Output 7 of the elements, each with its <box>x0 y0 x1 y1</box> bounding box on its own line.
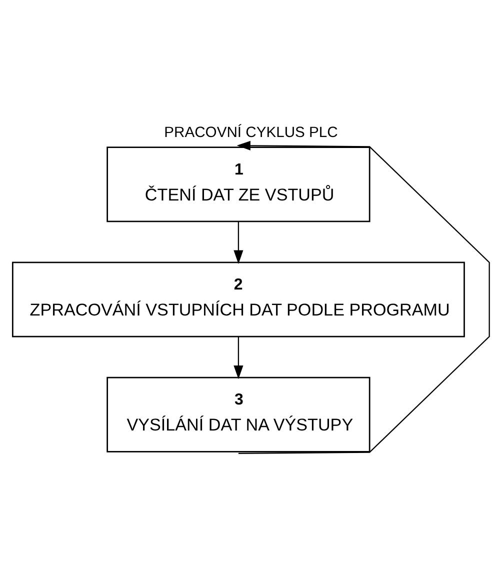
node-box: 2 ZPRACOVÁNÍ VSTUPNÍCH DAT PODLE PROGRAMU <box>12 262 465 338</box>
arrow <box>236 140 490 454</box>
arrow <box>234 222 244 264</box>
node-box: 1 ČTENÍ DAT ZE VSTUPŮ <box>106 146 370 222</box>
node-box: 3 VYSÍLÁNÍ DAT NA VÝSTUPY <box>106 376 370 452</box>
diagram-title: PRACOVNÍ CYKLUS PLC <box>164 124 338 141</box>
arrow <box>234 336 244 380</box>
